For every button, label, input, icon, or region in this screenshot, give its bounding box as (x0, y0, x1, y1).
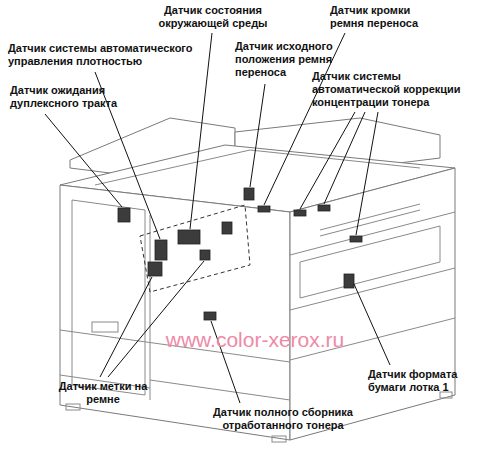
panel-line (150, 215, 151, 400)
tray-line (290, 268, 455, 310)
belt-edge-sensor (258, 206, 270, 212)
drawer-line (150, 380, 290, 400)
callout-label: Датчик формата бумаги лотка 1 (368, 368, 482, 394)
belt-mark-sensor (148, 262, 162, 276)
tray-size-sensor (344, 274, 354, 288)
vent-line (320, 204, 420, 230)
leader-line (324, 112, 365, 204)
watermark: www.color-xerox.ru (120, 328, 390, 352)
leader-line (108, 261, 204, 377)
toner-sensor (350, 236, 362, 242)
vent-line (320, 210, 420, 236)
duplex-sensor (118, 208, 130, 222)
sensor (222, 222, 232, 234)
leader-line (356, 112, 378, 235)
home-position-sensor (244, 188, 254, 200)
callout-label: Датчик системы автоматического управлени… (8, 42, 213, 68)
environment-sensor (178, 230, 200, 244)
callout-label: Датчик кромки ремня переноса (330, 4, 438, 30)
callout-label: Датчик системы автоматической коррекции … (312, 70, 482, 109)
foot (272, 436, 286, 442)
callout-label: Датчик состояния окружающей среды (148, 4, 278, 30)
density-sensor (155, 240, 167, 260)
belt-mark-sensor (200, 250, 210, 260)
side-face (290, 168, 455, 440)
top-detail (250, 150, 420, 168)
callout-label: Датчик полного сборника отработанного то… (188, 406, 378, 432)
toner-sensor (294, 210, 306, 216)
callout-label: Датчик метки на ремне (58, 380, 148, 406)
toner-sensor (318, 205, 330, 211)
leader-line (45, 114, 122, 207)
leader-line (300, 112, 355, 209)
leader-line (100, 277, 152, 377)
top-detail (95, 150, 250, 185)
logo-plate (92, 322, 118, 332)
front-door (72, 200, 145, 395)
foot (66, 404, 80, 410)
waste-toner-sensor (204, 312, 216, 320)
leader-line (190, 33, 212, 229)
callout-label: Датчик ожидания дуплексного тракта (10, 84, 135, 110)
tray-1 (300, 226, 440, 298)
tray-line (290, 212, 455, 255)
leader-line (250, 84, 265, 187)
sensor-group-outline (140, 205, 250, 292)
leader-line (354, 284, 390, 365)
